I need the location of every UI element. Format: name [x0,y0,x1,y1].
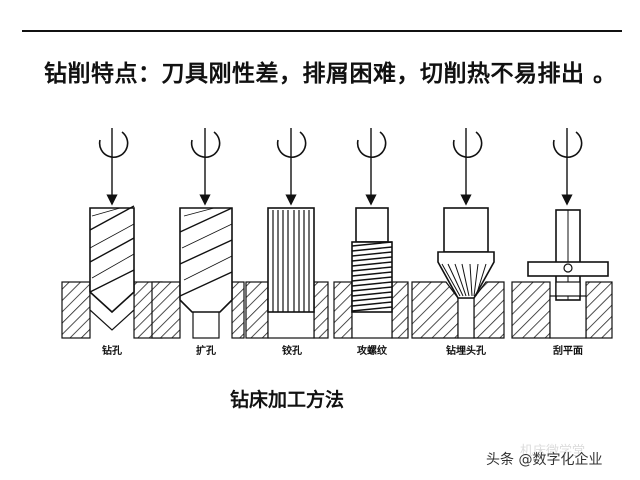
countersink-head [437,251,495,299]
workpiece-left [411,281,459,339]
tap-shank [355,207,389,243]
panel-spot-facing [511,128,613,339]
rotation-arrow-icon [98,131,129,158]
workpiece-right [585,281,613,339]
rotation-arrow-icon [356,131,387,158]
watermark-faint: 机床微学堂 [520,444,586,459]
label-tapping: 攻螺纹 [357,344,388,357]
workpiece-right [313,281,329,339]
countersink-shank [443,207,489,253]
label-reaming-enlarge: 扩孔 [196,344,216,357]
panel-countersinking [411,128,505,339]
operation-labels: 钻孔 扩孔 铰孔 攻螺纹 钻埋头孔 刮平面 [102,344,583,357]
panel-reaming [245,128,329,339]
rotation-arrow-icon [552,131,583,158]
rotation-arrow-icon [452,131,483,158]
panel-drilling [61,128,163,339]
workpiece-left [245,281,269,339]
watermark: 头条 @数字化企业 [486,452,603,468]
rotation-arrow-icon [190,131,221,158]
hole [457,297,475,339]
workpiece-left [511,281,551,339]
label-spot-facing: 刮平面 [553,344,583,357]
top-rule [22,30,622,32]
workpiece-left [151,281,181,339]
workpiece-right [391,281,409,339]
pilot-hole [192,307,220,339]
hole [549,295,587,339]
label-reaming: 铰孔 [282,344,302,357]
label-drilling: 钻孔 [102,344,122,357]
workpiece-left [333,281,353,339]
drill-bit [89,207,135,314]
panel-tapping [333,128,409,339]
reamer [267,207,315,313]
workpiece-right [231,281,245,339]
label-countersinking: 钻埋头孔 [446,344,486,357]
panel-reaming-enlarge [151,128,245,339]
headline: 钻削特点：刀具刚性差，排屑困难，切削热不易排出 。 [44,61,617,87]
diagram-caption: 钻床加工方法 [230,389,345,411]
workpiece-left [61,281,91,339]
rotation-arrow-icon [276,131,307,158]
